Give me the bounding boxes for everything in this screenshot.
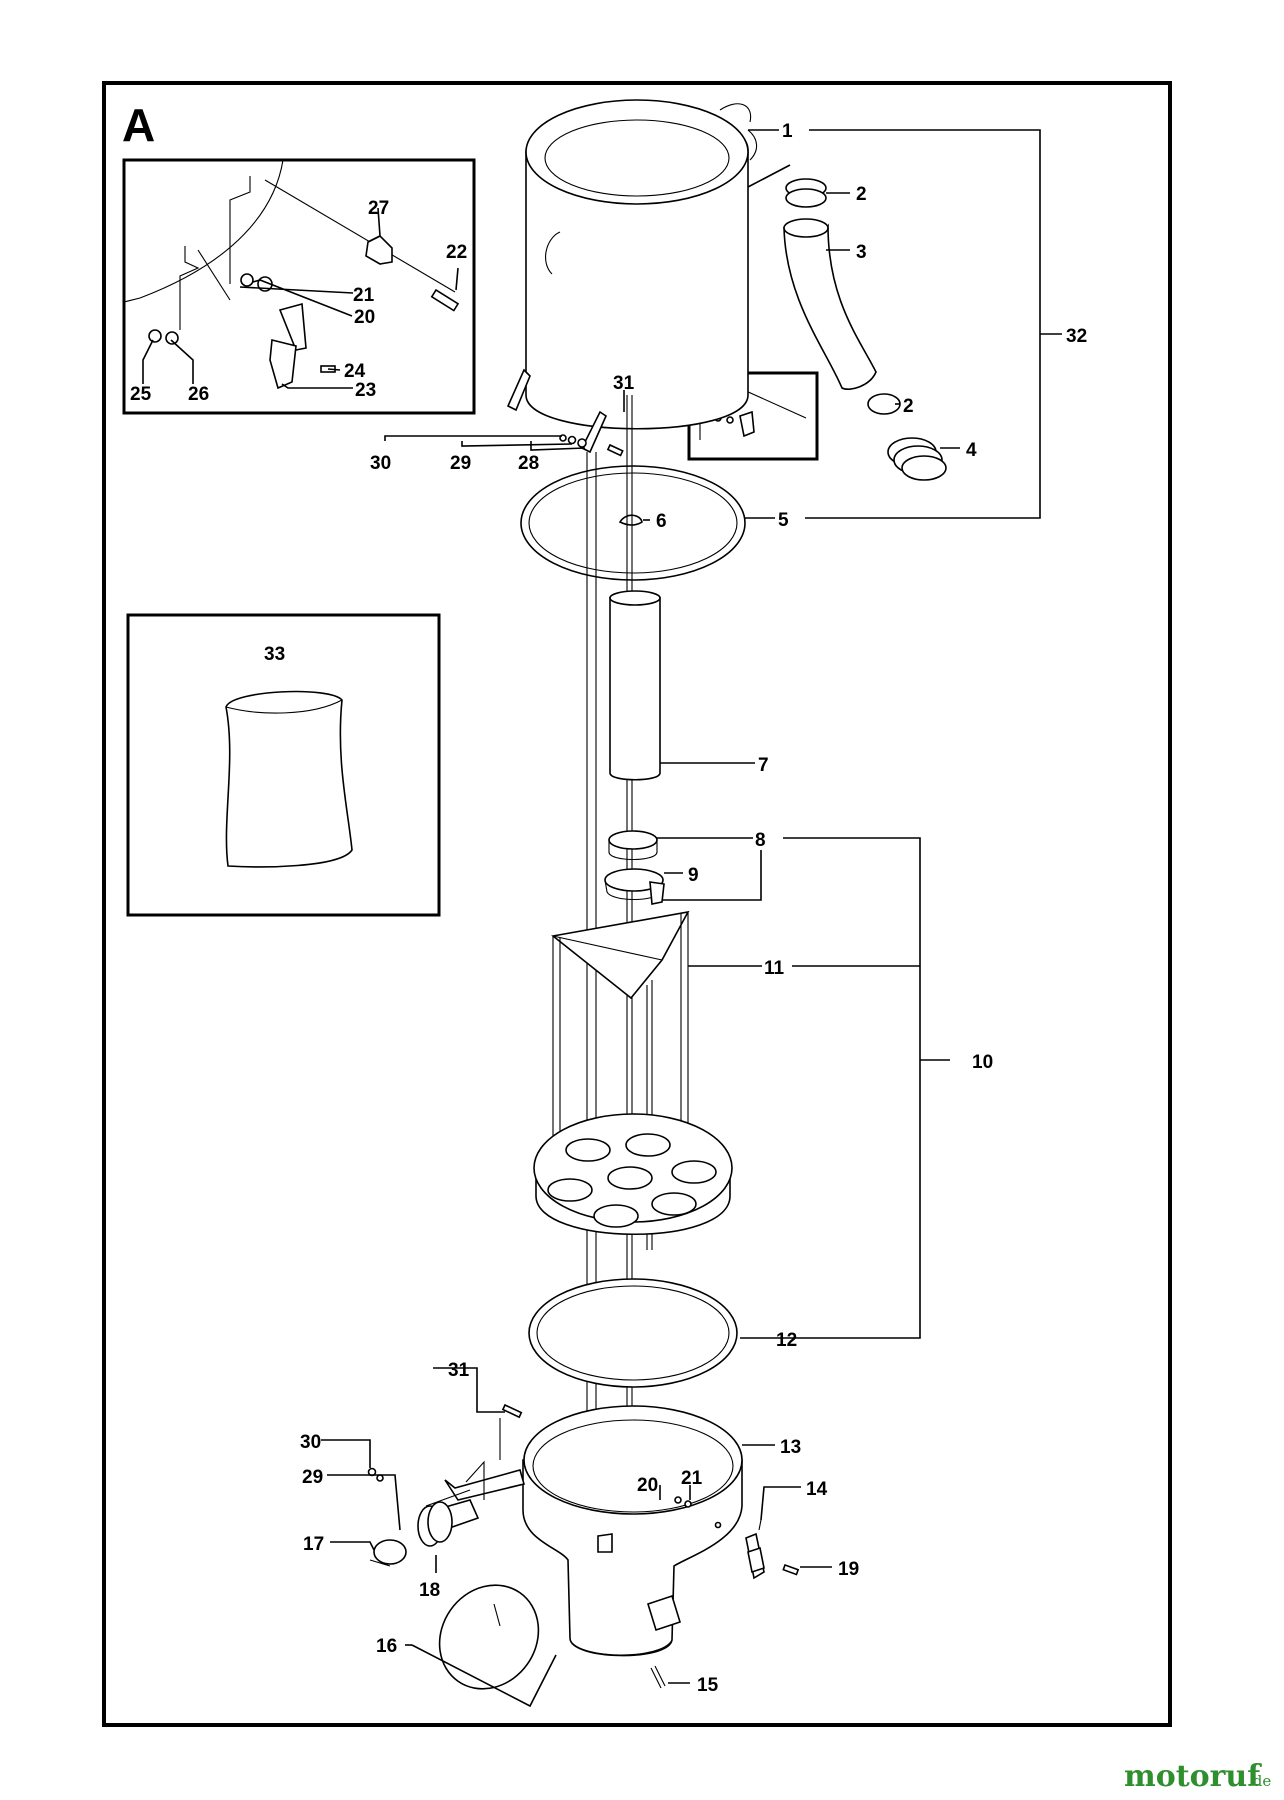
cyclone-frame xyxy=(551,910,690,1250)
callout-2-upper: 2 xyxy=(856,184,867,205)
callout-25: 25 xyxy=(130,384,152,405)
callout-15: 15 xyxy=(697,1675,719,1696)
callout-22: 22 xyxy=(446,242,467,263)
callout-29-upper: 29 xyxy=(450,453,471,474)
callout-33: 33 xyxy=(264,644,285,665)
callout-20-upper: 20 xyxy=(354,307,375,328)
watermark: motoruf .de xyxy=(1124,1759,1271,1794)
callout-20-lower: 20 xyxy=(637,1475,658,1496)
callout-31-upper: 31 xyxy=(613,373,635,394)
callout-30-upper: 30 xyxy=(370,453,391,474)
callout-4: 4 xyxy=(966,440,977,461)
callout-14: 14 xyxy=(806,1479,828,1500)
callout-30-lower: 30 xyxy=(300,1432,321,1453)
base-gasket xyxy=(528,1278,738,1388)
callout-32: 32 xyxy=(1066,326,1087,347)
outlet-assembly xyxy=(367,1403,525,1567)
callout-21-upper: 21 xyxy=(353,285,375,306)
callout-29-lower: 29 xyxy=(302,1467,323,1488)
callout-27: 27 xyxy=(368,198,389,219)
callout-11: 11 xyxy=(764,958,785,979)
callout-13: 13 xyxy=(780,1437,801,1458)
inner-tube xyxy=(609,590,661,781)
callout-24: 24 xyxy=(344,361,366,382)
callout-5: 5 xyxy=(778,510,789,531)
filter-bag-inset xyxy=(126,613,441,917)
leader-lines xyxy=(142,129,1062,1708)
callout-8: 8 xyxy=(755,830,766,851)
main-container-drum xyxy=(506,99,758,454)
callout-19: 19 xyxy=(838,1559,859,1580)
lid-gasket xyxy=(520,465,746,581)
callout-2-lower: 2 xyxy=(903,396,914,417)
callout-21-lower: 21 xyxy=(681,1468,703,1489)
clamp-rings xyxy=(604,830,665,905)
callout-16: 16 xyxy=(376,1636,397,1657)
diagram-border xyxy=(102,81,1172,1727)
watermark-brand: motoruf xyxy=(1124,1759,1262,1794)
base-latch xyxy=(650,1519,800,1689)
callout-18: 18 xyxy=(419,1580,440,1601)
section-letter: A xyxy=(122,99,155,151)
hopper-base xyxy=(522,1405,743,1657)
callout-7: 7 xyxy=(758,755,769,776)
callout-28: 28 xyxy=(518,453,539,474)
latch-detail-inset xyxy=(122,158,476,415)
outlet-lid xyxy=(438,1584,540,1690)
cyclone-plate xyxy=(533,1113,733,1236)
watermark-tld: .de xyxy=(1248,1772,1271,1790)
callout-6: 6 xyxy=(656,511,667,532)
callout-3: 3 xyxy=(856,242,867,263)
callout-labels: 1 2 3 32 2 4 6 5 7 8 9 11 10 12 31 13 30… xyxy=(130,121,1087,1696)
callout-26: 26 xyxy=(188,384,209,405)
callout-10: 10 xyxy=(972,1052,993,1073)
callout-23: 23 xyxy=(355,380,376,401)
callout-12: 12 xyxy=(776,1330,797,1351)
callout-31-lower: 31 xyxy=(448,1360,470,1381)
callout-9: 9 xyxy=(688,865,699,886)
callout-17: 17 xyxy=(303,1534,324,1555)
callout-1: 1 xyxy=(782,121,793,142)
hose-assembly xyxy=(783,178,947,481)
